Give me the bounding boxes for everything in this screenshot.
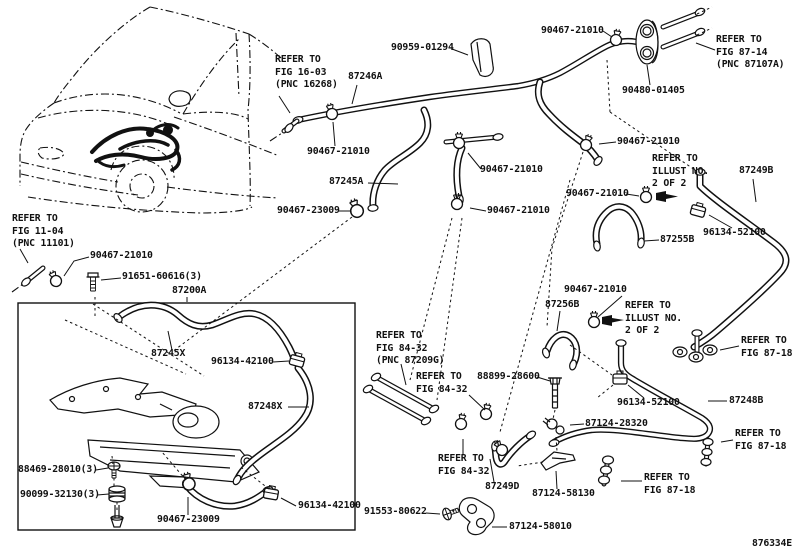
detail-box <box>17 302 356 531</box>
ref-label-fig-87-14: REFER TO FIG 87-14 (PNC 87107A) <box>716 34 785 70</box>
bracket-87124-58130 <box>540 451 576 471</box>
part-label-91651-60616: 91651-60616(3) <box>122 271 202 282</box>
spacer-90099-32130 <box>108 485 126 528</box>
connector-fig-11-04 <box>11 265 46 293</box>
bolt-91553-80622 <box>440 503 461 522</box>
part-label-96134-52100-2: 96134-52100 <box>617 397 680 408</box>
clamp-87124-58010 <box>458 497 495 536</box>
connector-fig-87-18-c <box>597 455 615 487</box>
hose-87249b <box>690 168 790 351</box>
lower-hose-in-box <box>180 478 275 510</box>
part-label-87249d: 87249D <box>485 481 520 492</box>
part-label-90467-23009-1: 90467-23009 <box>277 205 340 216</box>
part-label-88469-28010: 88469-28010(3) <box>18 464 98 475</box>
ref-label-fig-87-18-c: REFER TO FIG 87-18 <box>644 472 696 496</box>
part-label-87124-58010: 87124-58010 <box>509 521 572 532</box>
part-label-87124-58130: 87124-58130 <box>532 488 595 499</box>
part-label-87245x: 87245X <box>151 348 186 359</box>
ref-label-illust-2: REFER TO ILLUST NO. 2 OF 2 <box>625 300 682 336</box>
part-label-90467-21010-8: 90467-21010 <box>564 284 627 295</box>
part-label-96134-52100-1: 96134-52100 <box>703 227 766 238</box>
part-label-87248x: 87248X <box>248 401 283 412</box>
diagram-code: 876334E <box>752 538 792 549</box>
part-label-90467-21010-6: 90467-21010 <box>566 188 629 199</box>
vehicle-outline <box>19 6 282 214</box>
clamp-87124-28320 <box>542 417 565 435</box>
ref-label-fig-84-32-a: REFER TO FIG 84-32 (PNC 87209G) <box>376 330 445 366</box>
hose-87249d <box>490 428 538 468</box>
part-label-87255b: 87255B <box>660 234 695 245</box>
ref-label-fig-84-32-b: REFER TO FIG 84-32 <box>416 371 468 395</box>
part-label-87256b: 87256B <box>545 299 580 310</box>
hose-to-grommet <box>534 78 605 168</box>
ref-label-fig-84-32-c: REFER TO FIG 84-32 <box>438 453 490 477</box>
part-label-90959-01294: 90959-01294 <box>391 42 454 53</box>
hose-87256b <box>540 331 581 372</box>
part-label-91553-80622: 91553-80622 <box>364 506 427 517</box>
part-label-90467-21010-7: 90467-21010 <box>90 250 153 261</box>
grommet-90480-01405 <box>635 19 659 65</box>
illust-arrow-icon <box>602 315 624 326</box>
part-label-90467-21010-4: 90467-21010 <box>487 205 550 216</box>
part-label-90480-01405: 90480-01405 <box>622 85 685 96</box>
hose-87255b <box>592 203 646 253</box>
pipes-fig-84-32 <box>361 371 441 427</box>
part-label-88899-28600: 88899-28600 <box>477 371 540 382</box>
part-label-90467-21010-1: 90467-21010 <box>541 25 604 36</box>
ref-label-illust-1: REFER TO ILLUST NO. 2 OF 2 <box>652 153 709 189</box>
ref-label-fig-87-18-a: REFER TO FIG 87-18 <box>741 335 793 359</box>
part-label-87249b: 87249B <box>739 165 774 176</box>
ref-label-fig-11-04: REFER TO FIG 11-04 (PNC 11101) <box>12 213 75 249</box>
part-label-87248b: 87248B <box>729 395 764 406</box>
part-label-87246a: 87246A <box>348 71 383 82</box>
part-label-90467-21010-5: 90467-21010 <box>617 136 680 147</box>
part-label-87245a: 87245A <box>329 176 364 187</box>
part-label-90467-21010-3: 90467-21010 <box>480 164 543 175</box>
engine-harness <box>90 123 182 172</box>
heater-unit-bracket <box>49 377 260 489</box>
heater-pipes-fig-87-14 <box>660 6 713 50</box>
bolt-88899-28600 <box>548 377 562 409</box>
tee-connector-fig-87-18-a <box>672 329 718 363</box>
ref-label-fig-87-18-b: REFER TO FIG 87-18 <box>735 428 787 452</box>
part-label-96134-42100-2: 96134-42100 <box>298 500 361 511</box>
part-label-87124-28320: 87124-28320 <box>585 418 648 429</box>
ref-label-fig-16-03: REFER TO FIG 16-03 (PNC 16268) <box>275 54 338 90</box>
connector-fig-87-18-b <box>700 437 714 467</box>
part-label-90099-32130: 90099-32130(3) <box>20 489 100 500</box>
part-label-96134-42100-1: 96134-42100 <box>211 356 274 367</box>
hose-87248x <box>231 364 314 487</box>
illust-arrow-icon <box>656 191 678 202</box>
part-label-90467-23009-2: 90467-23009 <box>157 514 220 525</box>
cushion-90959-01294 <box>470 38 494 78</box>
hose-87245a <box>367 106 432 213</box>
pipe-87248b <box>547 339 714 448</box>
bolt-91651-60616 <box>85 272 101 292</box>
leader-lines <box>19 30 757 528</box>
construction-lines <box>64 59 696 512</box>
part-label-87200a: 87200A <box>172 285 207 296</box>
hose-87245x <box>111 301 298 363</box>
part-label-90467-21010-2: 90467-21010 <box>307 146 370 157</box>
